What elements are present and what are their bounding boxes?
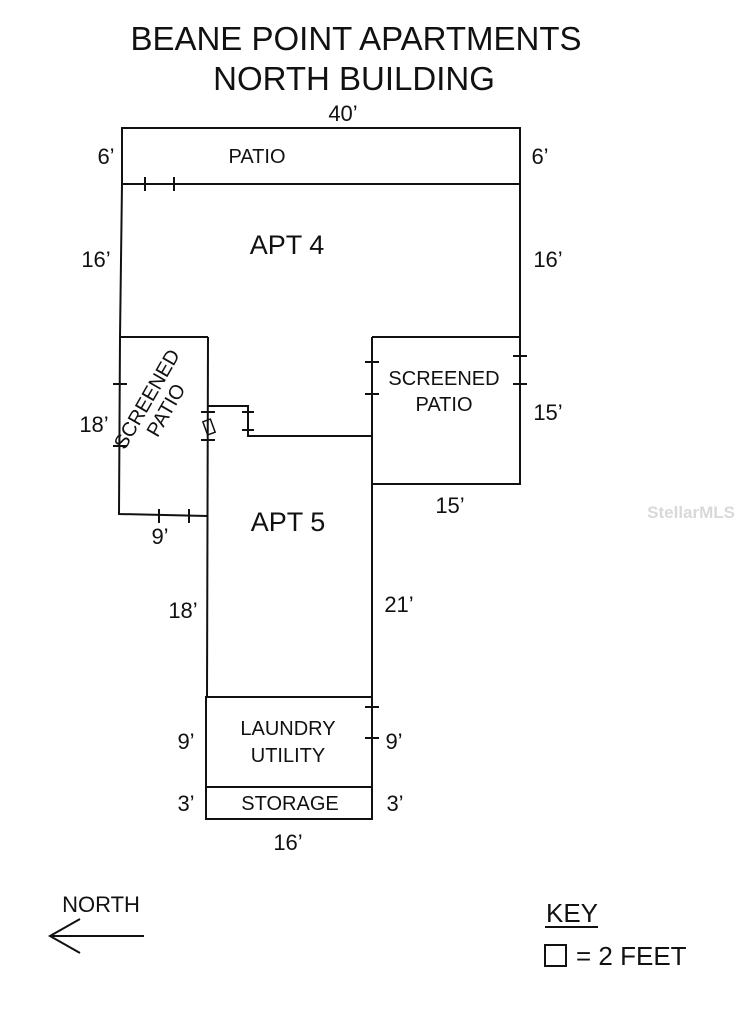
dim-patio-right: 6’ [531, 144, 548, 169]
patio-label: PATIO [228, 146, 285, 168]
apt4-label: APT 4 [250, 230, 325, 260]
right-screened-patio-outline [371, 337, 521, 485]
key-heading: KEY [546, 898, 598, 928]
right-screened-patio-line-1: SCREENED [388, 368, 499, 390]
dim-bottom-width: 16’ [273, 830, 302, 855]
left-screened-patio-outline [117, 336, 208, 517]
dim-apt5-right: 21’ [384, 592, 413, 617]
watermark: StellarMLS [647, 503, 735, 522]
apt5-label: APT 5 [251, 507, 326, 537]
apt4-left-wall [118, 183, 208, 338]
dim-left-patio-width: 9’ [151, 524, 168, 549]
small-door-icon [201, 418, 217, 436]
title-line-2: NORTH BUILDING [213, 60, 495, 97]
laundry-outline [205, 696, 373, 788]
dim-storage-right: 3’ [386, 791, 403, 816]
apt4-right-wall [372, 184, 521, 338]
dim-storage-left: 3’ [177, 791, 194, 816]
dim-right-patio-width: 15’ [435, 493, 464, 518]
dim-apt4-left: 16’ [81, 247, 110, 272]
left-arrow-icon [47, 918, 144, 954]
dim-laundry-right: 9’ [385, 729, 402, 754]
dim-top-width: 40’ [328, 101, 357, 126]
patio-outline [121, 127, 521, 185]
left-screened-patio-label: SCREENED PATIO [110, 346, 190, 453]
apt5-notch-wall [208, 405, 372, 437]
dim-left-patio-height: 18’ [79, 412, 108, 437]
dim-laundry-left: 9’ [177, 729, 194, 754]
dim-apt5-left: 18’ [168, 598, 197, 623]
apt5-left-wall [206, 336, 209, 698]
dim-right-patio-height: 15’ [533, 400, 562, 425]
right-screened-patio-line-2: PATIO [415, 394, 472, 416]
north-label: NORTH [62, 892, 140, 917]
door-markers [113, 177, 527, 739]
storage-outline [205, 786, 373, 820]
key-text: = 2 FEET [576, 941, 687, 971]
dim-patio-left: 6’ [97, 144, 114, 169]
laundry-line-2: UTILITY [251, 745, 325, 767]
dim-apt4-right: 16’ [533, 247, 562, 272]
title-line-1: BEANE POINT APARTMENTS [130, 20, 581, 57]
laundry-line-1: LAUNDRY [240, 718, 335, 740]
storage-label: STORAGE [241, 793, 338, 815]
key-square-icon [544, 944, 567, 967]
